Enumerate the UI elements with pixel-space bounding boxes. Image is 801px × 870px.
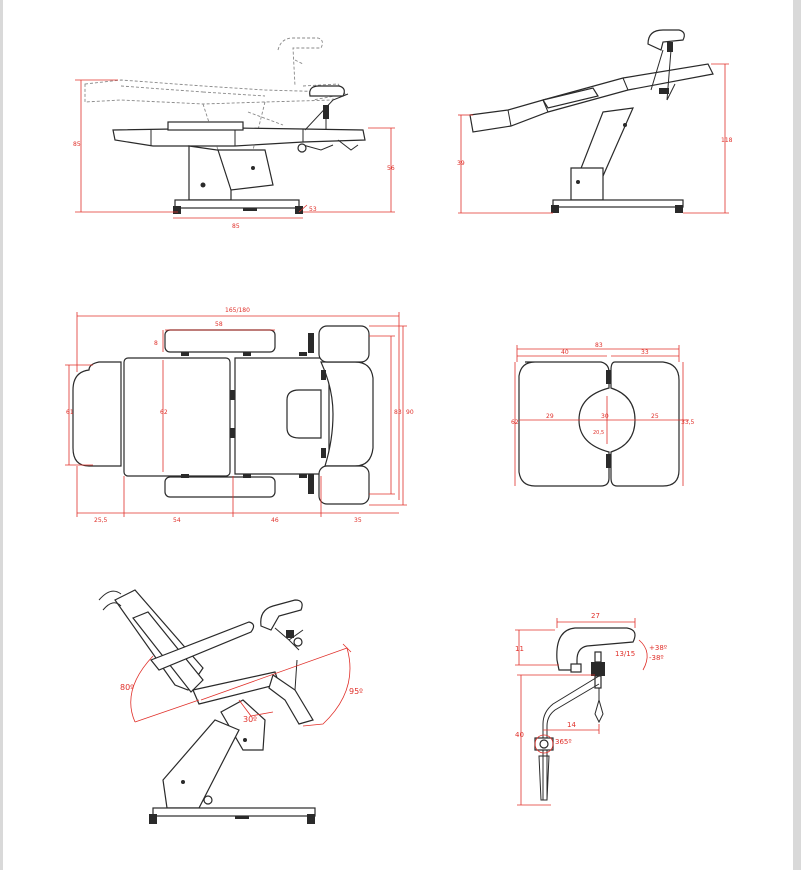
top-seat-length-label: 46	[271, 517, 279, 524]
angle-back-label: 80º	[120, 683, 134, 692]
arm-length-label: 40	[515, 731, 524, 739]
top-view: 165/180 58 8 61 62 83 90 25,5 54	[65, 307, 414, 524]
reclined-right-height-label: 118	[721, 137, 733, 144]
arm-detail-dimensions: 27 11 13/15 +38º -38º 14 40 365º	[515, 612, 667, 806]
leg-rest-view: 83 40 33 62 33,5 29 30 25 20,5	[511, 342, 695, 487]
angle-view: 80º 95º 30º	[98, 589, 363, 824]
top-back-length-label: 54	[173, 517, 181, 524]
arm-detail-body	[534, 627, 636, 801]
arm-angle-up-label: +38º	[649, 644, 667, 652]
arm-detail-view: 27 11 13/15 +38º -38º 14 40 365º	[515, 612, 667, 806]
arm-reach-label: 14	[567, 721, 576, 729]
side-view: 85 56 85 53	[73, 37, 395, 230]
leg-left-width-label: 40	[561, 349, 569, 356]
side-base-width-label: 85	[232, 223, 240, 230]
side-chair-body	[112, 85, 366, 214]
leg-cutout-depth-label: 20,5	[593, 430, 604, 436]
arm-width-label: 27	[591, 612, 600, 620]
top-head-width-label: 61	[66, 409, 74, 416]
angle-chair-body	[98, 589, 316, 824]
leg-center-label: 30	[601, 413, 609, 420]
leg-right-height-label: 33,5	[681, 419, 695, 426]
side-seat-height-label: 56	[387, 165, 395, 172]
leg-left-inner-label: 29	[546, 413, 554, 420]
top-head-length-label: 25,5	[94, 517, 108, 524]
top-chair-body	[72, 325, 374, 505]
top-total-length-label: 165/180	[225, 307, 250, 314]
top-seat-width-label: 83	[394, 409, 402, 416]
top-hinges	[181, 352, 326, 478]
angle-seat-label: 30º	[243, 715, 257, 724]
reclined-view: 39 118	[457, 29, 733, 214]
top-armrest-length-label: 58	[215, 321, 223, 328]
arm-height-label: 11	[515, 645, 524, 653]
angle-leg-label: 95º	[349, 687, 363, 696]
angle-dimensions: 80º 95º 30º	[120, 643, 363, 727]
leg-right-width-label: 33	[641, 349, 649, 356]
top-armrest-width-label: 8	[154, 340, 158, 347]
reclined-chair-body	[469, 29, 714, 213]
technical-drawing: 85 56 85 53	[65, 29, 733, 824]
arm-rotation-label: 365º	[555, 738, 572, 746]
reclined-view-dimensions: 39 118	[457, 63, 733, 214]
leg-right-inner-label: 25	[651, 413, 659, 420]
leg-rest-dimensions: 83 40 33 62 33,5 29 30 25 20,5	[511, 342, 695, 486]
top-foot-length-label: 35	[354, 517, 362, 524]
top-overall-width-label: 90	[406, 409, 414, 416]
arm-tilt-label: 13/15	[615, 650, 635, 658]
leg-left-height-label: 62	[511, 419, 519, 426]
reclined-left-height-label: 39	[457, 160, 465, 167]
top-view-dimensions: 165/180 58 8 61 62 83 90 25,5 54	[65, 307, 414, 524]
drawing-sheet: 85 56 85 53	[3, 0, 793, 870]
leg-total-width-label: 83	[595, 342, 603, 349]
leg-rest-body	[518, 361, 680, 487]
top-back-width-label: 62	[160, 409, 168, 416]
side-view-dimensions: 85 56 85 53	[73, 79, 395, 230]
side-height-total-label: 85	[73, 141, 81, 148]
arm-angle-down-label: -38º	[649, 654, 664, 662]
side-foot-offset-label: 53	[309, 206, 317, 213]
